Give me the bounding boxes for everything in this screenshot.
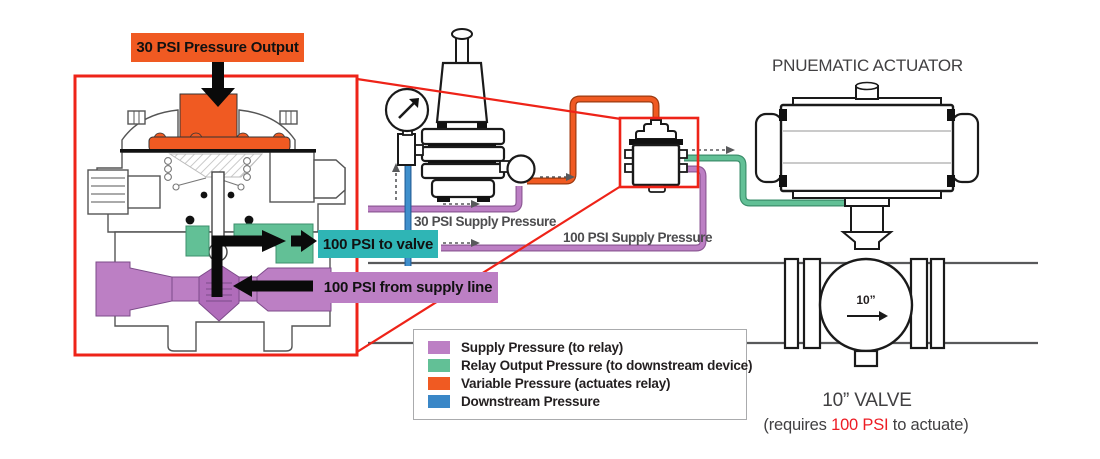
valve-name: 10” VALVE xyxy=(822,390,912,411)
relay-drawing xyxy=(624,119,688,193)
regulator-stem-cap xyxy=(451,28,473,40)
tube-relay-output xyxy=(684,155,853,206)
supply-arrow-head xyxy=(233,275,252,297)
downstream-color-swatch xyxy=(428,395,450,408)
diaphragm-band xyxy=(148,136,291,152)
valve-requirement: (requires 100 PSI to actuate) xyxy=(763,416,969,434)
valve-drawing xyxy=(783,231,946,368)
valve-stem xyxy=(211,171,225,247)
actuator-clamp-right xyxy=(950,112,980,184)
supply-passage xyxy=(95,261,332,322)
variable-pressure-chamber xyxy=(120,93,316,153)
actuator-bottom-plate xyxy=(792,190,942,199)
relay-output-color-swatch xyxy=(428,359,450,372)
flange xyxy=(909,257,929,350)
supply-30-label: 30 PSI Supply Pressure xyxy=(414,214,557,229)
required-pressure-value: 100 PSI xyxy=(831,416,889,434)
relay-cross-section-drawing xyxy=(87,58,346,352)
tube-variable xyxy=(527,96,659,184)
hatched-wedge xyxy=(168,153,264,178)
legend-item-variable: Variable Pressure (actuates relay) xyxy=(428,376,736,391)
callout-box-small xyxy=(618,116,700,189)
flange xyxy=(802,257,822,350)
valve-mount xyxy=(840,231,894,250)
diaphragm-plate xyxy=(120,149,316,153)
flange xyxy=(783,257,800,350)
legend-box: Supply Pressure (to relay) Relay Output … xyxy=(413,329,752,420)
right-fitting xyxy=(269,151,346,203)
left-fitting xyxy=(87,169,161,215)
relay-cap xyxy=(635,119,677,140)
elbow-arrow xyxy=(211,235,262,297)
cross-section-flow-arrows xyxy=(201,58,317,297)
gauge-tee xyxy=(397,133,416,166)
callout-line-top xyxy=(356,77,622,121)
tube-supply-30 xyxy=(368,186,522,212)
regulator-side-port xyxy=(506,154,536,184)
flow-direction-arrowheads xyxy=(392,146,735,247)
pressure-output-label: 30 PSI Pressure Output xyxy=(131,33,304,62)
spring-details xyxy=(164,157,251,191)
tubing xyxy=(368,95,853,266)
from-supply-label: 100 PSI from supply line xyxy=(318,272,498,303)
input-arrow-shaft xyxy=(212,58,224,89)
o-rings xyxy=(185,191,254,225)
input-arrow-head xyxy=(201,88,235,107)
dome-bolt-right xyxy=(279,110,298,125)
to-valve-label: 100 PSI to valve xyxy=(318,230,438,258)
regulator-base xyxy=(430,178,496,199)
regulator-disc-2 xyxy=(420,145,506,163)
relay-plate xyxy=(629,139,683,145)
regulator-disc-1 xyxy=(420,127,506,146)
callout-line-bottom xyxy=(356,185,622,353)
valve-drain xyxy=(853,349,879,368)
actuator-yoke xyxy=(844,197,890,207)
relay-body xyxy=(631,143,681,187)
legend-item-downstream: Downstream Pressure xyxy=(428,394,736,409)
actuator-clamp-left xyxy=(754,112,784,184)
variable-color-swatch xyxy=(428,377,450,390)
supply-100-label: 100 PSI Supply Pressure xyxy=(563,230,713,245)
valve-size-marker: 10” xyxy=(856,293,876,307)
actuator-body xyxy=(779,103,955,193)
supply-color-swatch xyxy=(428,341,450,354)
legend-item-relay-output: Relay Output Pressure (to downstream dev… xyxy=(428,358,752,373)
flow-direction-arrows xyxy=(395,149,726,244)
flange xyxy=(929,257,946,350)
dome-bolt-left xyxy=(127,110,146,125)
actuator-stem xyxy=(850,205,884,233)
regulator-disc-3 xyxy=(420,162,506,180)
legend-item-supply: Supply Pressure (to relay) xyxy=(428,340,736,355)
actuator-drawing xyxy=(754,81,980,233)
actuator-title: PNUEMATIC ACTUATOR xyxy=(772,56,963,75)
pressure-regulator-drawing xyxy=(384,28,536,202)
